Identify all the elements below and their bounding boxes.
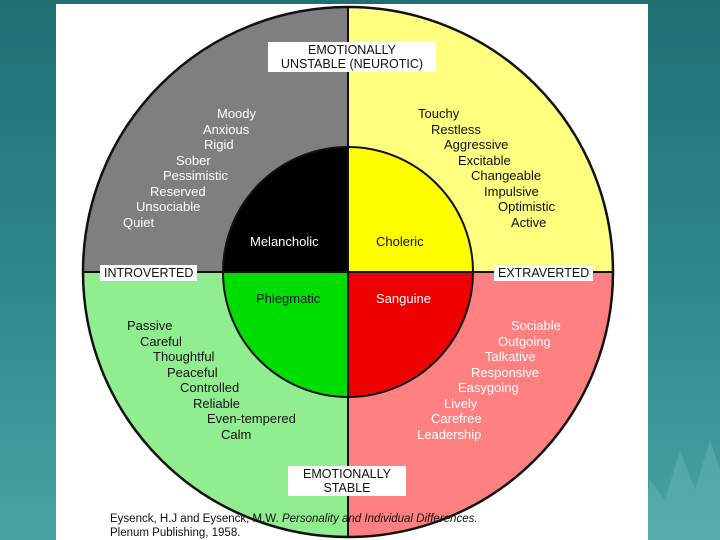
melancholic-trait: Sober bbox=[176, 152, 211, 168]
left-axis-label: INTROVERTED bbox=[100, 265, 198, 281]
phlegmatic-inner-quadrant bbox=[223, 272, 348, 397]
sanguine-label: Sanguine bbox=[376, 291, 431, 306]
citation: Eysenck, H.J and Eysenck, M.W. Personali… bbox=[110, 512, 478, 540]
melancholic-trait: Unsociable bbox=[136, 199, 201, 214]
citation-title: Personality and Individual Differences. bbox=[281, 513, 478, 525]
phlegmatic-trait: Thoughtful bbox=[153, 349, 215, 364]
phlegmatic-trait: Passive bbox=[127, 318, 173, 333]
choleric-label: Choleric bbox=[376, 234, 424, 249]
phlegmatic-trait: Peaceful bbox=[167, 364, 218, 380]
choleric-trait: Touchy bbox=[418, 106, 460, 121]
temperament-diagram bbox=[81, 5, 615, 539]
choleric-trait: Active bbox=[511, 214, 547, 230]
choleric-trait: Restless bbox=[431, 121, 481, 137]
choleric-trait: Aggressive bbox=[444, 137, 509, 152]
choleric-trait: Impulsive bbox=[484, 183, 539, 199]
citation-publisher: Plenum Publishing, 1958. bbox=[110, 527, 241, 539]
top-axis-label: EMOTIONALLY UNSTABLE (NEUROTIC) bbox=[268, 42, 436, 72]
top-axis-label-line1: EMOTIONALLY bbox=[308, 43, 396, 57]
melancholic-trait: Quiet bbox=[123, 214, 155, 230]
phlegmatic-label: Phlegmatic bbox=[256, 291, 321, 306]
phlegmatic-trait: Careful bbox=[140, 333, 182, 349]
melancholic-trait: Pessimistic bbox=[163, 168, 229, 183]
melancholic-trait: Moody bbox=[217, 106, 257, 121]
phlegmatic-trait: Reliable bbox=[193, 395, 240, 411]
sanguine-inner-quadrant bbox=[348, 272, 473, 397]
sanguine-trait: Leadership bbox=[417, 426, 482, 442]
sanguine-trait: Talkative bbox=[485, 349, 536, 364]
choleric-trait: Changeable bbox=[471, 168, 542, 183]
choleric-inner-quadrant bbox=[348, 147, 473, 272]
choleric-trait: Optimistic bbox=[498, 199, 556, 214]
phlegmatic-trait: Even-tempered bbox=[207, 411, 296, 426]
citation-authors: Eysenck, H.J and Eysenck, M.W. bbox=[110, 513, 279, 525]
sanguine-trait: Responsive bbox=[471, 364, 539, 380]
sanguine-trait: Lively bbox=[444, 395, 478, 411]
phlegmatic-trait: Calm bbox=[221, 426, 252, 442]
bottom-axis-label-line1: EMOTIONALLY bbox=[303, 467, 391, 481]
top-axis-label-line2: UNSTABLE (NEUROTIC) bbox=[280, 57, 424, 71]
melancholic-inner-quadrant bbox=[223, 147, 348, 272]
sanguine-trait: Outgoing bbox=[498, 333, 551, 349]
slide-panel: EMOTIONALLY UNSTABLE (NEUROTIC) EMOTIONA… bbox=[56, 4, 648, 540]
background-decoration bbox=[640, 440, 720, 540]
phlegmatic-trait: Controlled bbox=[180, 380, 240, 395]
melancholic-trait: Anxious bbox=[203, 121, 250, 137]
bottom-axis-label: EMOTIONALLY STABLE bbox=[288, 466, 406, 496]
melancholic-trait: Reserved bbox=[150, 183, 206, 199]
bottom-axis-label-line2: STABLE bbox=[323, 481, 371, 495]
sanguine-trait: Carefree bbox=[431, 411, 482, 426]
right-axis-label: EXTRAVERTED bbox=[494, 265, 594, 281]
melancholic-trait: Rigid bbox=[204, 137, 234, 152]
sanguine-trait: Easygoing bbox=[458, 380, 519, 395]
sanguine-trait: Sociable bbox=[511, 318, 561, 333]
choleric-trait: Excitable bbox=[458, 152, 511, 168]
melancholic-label: Melancholic bbox=[250, 234, 319, 249]
